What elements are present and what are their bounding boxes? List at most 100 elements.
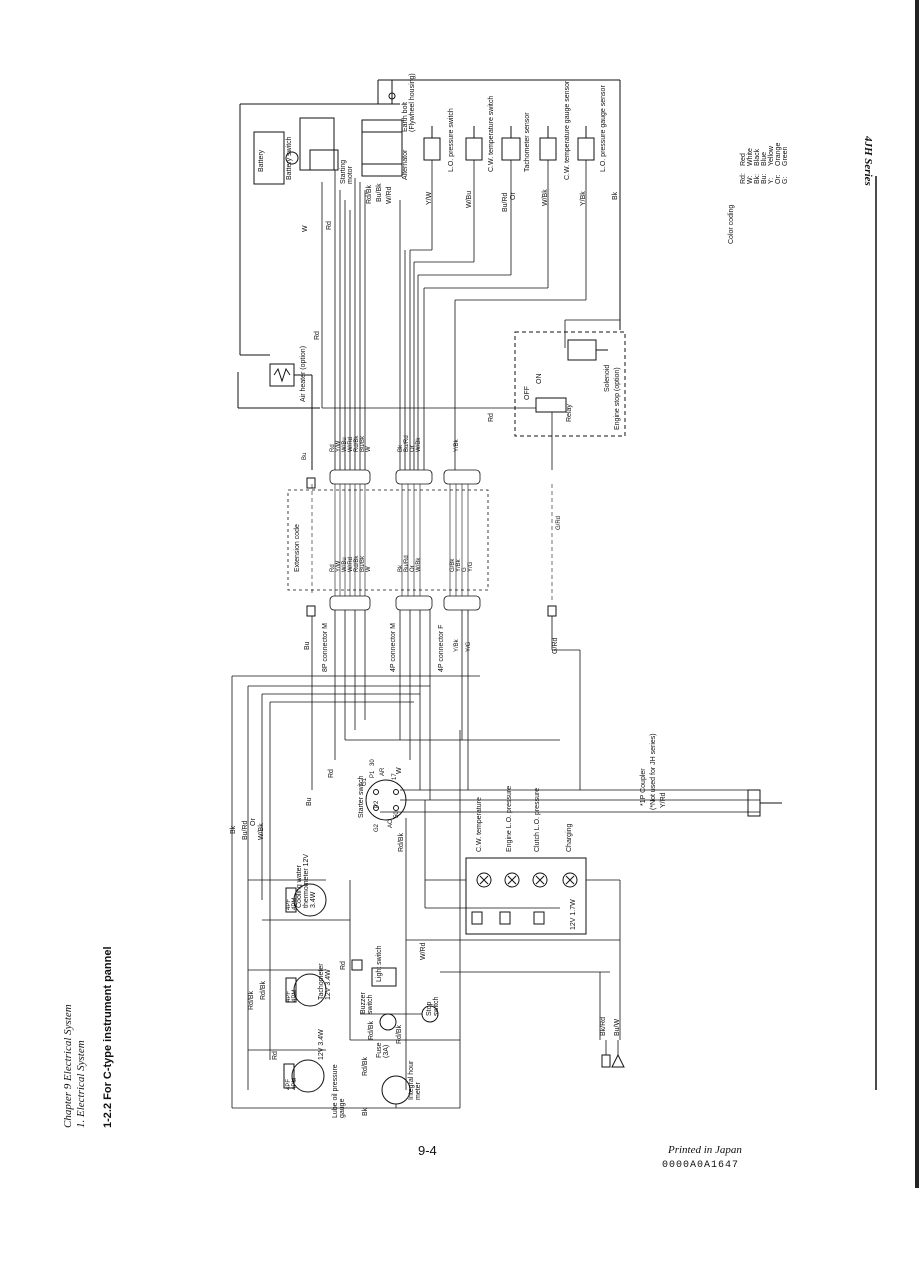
terminal-label: AR	[380, 767, 386, 776]
starting-motor-label: Starting motor	[340, 159, 354, 184]
bundle1-wire: W	[366, 446, 372, 452]
wire-label: W	[396, 767, 403, 774]
wire-label: Bu	[306, 797, 313, 806]
terminal-label: G2	[374, 823, 380, 832]
engine-lo-pressure-lamp-label: Engine L.O. pressure	[506, 785, 513, 852]
page-edge	[915, 0, 919, 1188]
coupler-1p-note: (*Not used for JH series)	[650, 733, 657, 810]
lo-pressure-gauge-sensor-label: L.O. pressure gauge sensor	[600, 85, 607, 172]
terminal-label: 50	[394, 811, 400, 818]
extension-code-label: Extension code	[294, 524, 301, 572]
color-name: Green	[782, 146, 789, 166]
wire-label: Bk	[612, 191, 619, 200]
on-label: ON	[536, 373, 543, 385]
connector-4pm-label: 4PM	[292, 897, 298, 910]
printed-in-japan: Printed in Japan	[668, 1144, 742, 1156]
stop-switch-label: Stop switch	[426, 996, 440, 1016]
document-code: 0000A0A1647	[662, 1160, 740, 1171]
connector-4p-f-label: 4P connector F	[438, 624, 445, 672]
wire-label-grd: G/Rd	[556, 515, 562, 530]
alternator-label: Alternator	[402, 149, 409, 180]
wire-label: Y/Bk	[454, 639, 460, 652]
wiring-diagram	[231, 79, 877, 1109]
lube-oil-gauge-label: Lube oil pressure gauge	[332, 1064, 346, 1118]
wire-label: Rd	[328, 769, 335, 778]
wire-label: Or	[510, 192, 517, 200]
wire-label: W/Rd	[420, 942, 427, 961]
bundle2-wire: W/Bk	[416, 437, 422, 452]
cw-temp-gauge-sensor-label: C.W. temperature gauge sensor	[564, 80, 571, 180]
page-number: 9-4	[418, 1143, 437, 1158]
color-name: Orange	[775, 142, 782, 166]
cooling-water-thermometer-label: Cooling water thermometer 12V 3.4W	[296, 853, 317, 908]
tachometer-sensor-label: Tachometer sensor	[524, 112, 531, 172]
wire-label-bu: Bu	[304, 641, 311, 650]
wire-label: Rd	[314, 331, 321, 340]
hour-meter-label: Integral hour meter	[408, 1060, 422, 1100]
wire-label: Bk	[362, 1107, 369, 1116]
air-heater-label: Air heater (option)	[300, 345, 307, 402]
wire-label: Rd/Bk	[366, 184, 373, 204]
wire-label: Rd/Bk	[398, 832, 405, 852]
color-coding-title: Color coding	[728, 204, 735, 244]
color-code: Bu:	[761, 173, 768, 184]
wire-label: Rd/Bk	[396, 1024, 403, 1044]
color-name: Yellow	[768, 146, 775, 166]
wire-label: W/Bk	[258, 823, 265, 840]
terminal-label: P1	[370, 770, 376, 778]
fuse-label: Fuse (3A)	[376, 1042, 390, 1058]
connector-4p-m-label: 4P connector M	[390, 623, 397, 672]
bundle3-wire: Y/Bk	[454, 439, 460, 452]
wire-label: Y/Rd	[660, 792, 667, 808]
wire-label: Y/Bk	[580, 191, 587, 206]
charging-lamp-label: Charging	[566, 823, 573, 852]
terminal-label: AC	[388, 819, 394, 828]
light-switch-label: Light switch	[376, 945, 383, 982]
ext-bundle2-wire: W/Bk	[416, 557, 422, 572]
lamp-rating-label: 12V 1.7W	[570, 899, 577, 930]
wire-label: W/Rd	[386, 186, 393, 205]
wire-label: Bu/Rd	[242, 820, 249, 840]
color-code: W:	[747, 175, 754, 184]
wire-label: Rd/Bk	[362, 1056, 369, 1076]
coupler-1p-label: *1P Coupler	[640, 768, 647, 806]
wire-label: W/Bu	[466, 190, 473, 208]
cw-temperature-switch-label: C.W. temperature switch	[488, 95, 495, 172]
color-code: G:	[782, 176, 789, 184]
wire-label: Bu/Rd	[502, 192, 509, 212]
ext-bundle1-wire: W	[366, 566, 372, 572]
wire-label: Rd	[272, 1051, 279, 1060]
tachometer-label: Tachometer 12V 3.4W	[318, 963, 332, 1000]
lube-rating-label: 12V 3.4W	[318, 1029, 325, 1060]
color-code: Bk:	[754, 173, 761, 184]
wire-label: Rd/Bk	[248, 990, 255, 1010]
color-code: Rd:	[740, 173, 747, 184]
terminal-label: 17	[392, 773, 398, 780]
wire-label: Rd	[326, 221, 333, 230]
ext-bundle3-wire: Y/G	[468, 561, 474, 572]
wire-label: W	[302, 225, 309, 232]
wire-label: Bu/W	[614, 1018, 621, 1036]
earth-bolt-label: Earth bolt (Flywheel housing)	[402, 73, 416, 132]
wire-label: Rd/Bk	[260, 980, 267, 1000]
color-code: Y:	[768, 177, 775, 184]
relay-label: Relay	[566, 404, 573, 422]
wire-label: Bu/Bk	[376, 183, 383, 202]
wire-label: Y/G	[466, 641, 472, 652]
cw-temperature-lamp-label: C.W. temperature	[476, 797, 483, 852]
wire-label: Rd	[340, 961, 347, 970]
buzzer-switch-label: Buzzer switch	[360, 992, 374, 1014]
connector-8p-label: 8P connector M	[322, 623, 329, 672]
color-name: Red	[740, 153, 747, 166]
solenoid-label: Solenoid	[604, 364, 611, 392]
color-code: Or:	[775, 174, 782, 184]
wire-label: Bk/Rd	[600, 1016, 607, 1036]
wire-label: Rd/Bk	[368, 1020, 375, 1040]
wire-label-bu: Bu	[302, 452, 308, 460]
battery-label: Battery	[258, 149, 265, 172]
wire-label: W/Bk	[542, 189, 549, 206]
wire-label: Y/W	[426, 191, 433, 205]
clutch-lo-pressure-lamp-label: Clutch L.O. pressure	[534, 787, 541, 852]
wire-label-grd: G/Rd	[552, 637, 559, 654]
connector-4pm-label: 4PM	[292, 989, 298, 1002]
